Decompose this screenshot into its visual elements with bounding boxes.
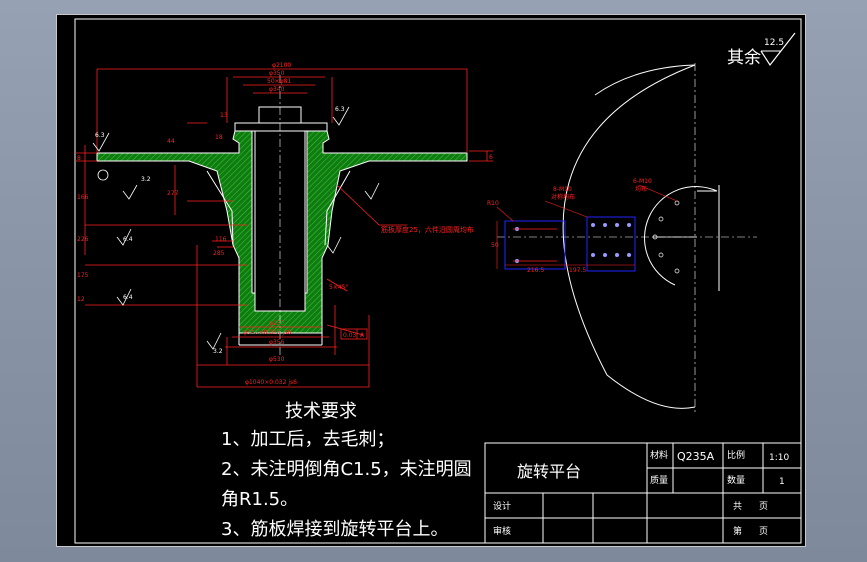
plan-view-labels: 8-M10 对称均布 6-M10 均布 R10 216.5 197.5 50 [487, 178, 652, 274]
dim-13: 13 [220, 112, 228, 119]
dim-hub: 50×φ81 [267, 78, 291, 85]
surface-note-label: 其余 [727, 48, 761, 68]
roughness-symbol-icon [760, 32, 796, 67]
dim-44: 44 [167, 138, 175, 145]
qty-value: 1 [779, 477, 785, 487]
dim-outer: φ2100 [272, 62, 291, 69]
qty-label: 数量 [727, 474, 745, 486]
dim-shaft: φ340×0.018 js6 [243, 329, 291, 336]
radius-label: R10 [487, 200, 499, 207]
dim-285: 285 [213, 250, 225, 257]
dim-bore: φ340 [269, 86, 285, 93]
rib-note: 筋板厚度25，六件沿圆周均布 [381, 225, 474, 234]
width-label-1: 216.5 [527, 267, 544, 274]
dimension-lines [75, 68, 493, 388]
dim-230: φ230 [269, 320, 285, 327]
designer-label: 设计 [493, 500, 511, 512]
dim-116: 116 [215, 236, 227, 243]
drawing-canvas: 其余 12.5 [74, 18, 802, 544]
requirement-2-cont: 角R1.5。 [221, 489, 299, 510]
title-block-text: 旋转平台 材料 Q235A 比例 1:10 质量 数量 1 设计 审核 共 页 … [493, 449, 789, 537]
surface-roughness-note: 其余 12.5 [727, 32, 796, 68]
roughness-fine-2: 6.4 [123, 294, 133, 301]
dim-166: 166 [77, 194, 89, 201]
slot-block-right [586, 216, 636, 272]
bolt-note-left: 8-M10 [553, 186, 572, 193]
scale-value: 1:10 [769, 453, 789, 463]
dim-350: φ350 [269, 70, 285, 77]
requirement-2: 2、未注明倒角C1.5，未注明圆 [221, 459, 472, 480]
dimension-texts: φ2100 φ350 50×φ81 φ340 φ230 φ340×0.018 j… [77, 62, 493, 386]
dim-6: 6 [489, 154, 493, 161]
bolt-note-right-2: 均布 [635, 185, 647, 193]
page-unit: 页 [759, 526, 768, 537]
mass-label: 质量 [650, 474, 668, 486]
dim-18: 18 [215, 134, 223, 141]
dim-530: φ530 [269, 356, 285, 363]
bolt-note-right: 6-M10 [633, 178, 652, 185]
roughness-local-2: 6.3 [335, 106, 345, 113]
inner-frame [74, 18, 802, 544]
title-block [484, 442, 802, 544]
total-sheets-unit: 页 [759, 501, 768, 512]
roughness-local-1: 6.3 [95, 132, 105, 139]
roughness-fine-1: 6.4 [123, 236, 133, 243]
bolt-note-left-2: 对称均布 [551, 193, 575, 201]
requirement-3: 3、筋板焊接到旋转平台上。 [221, 519, 449, 540]
dim-12: 12 [77, 296, 85, 303]
dim-356: φ356 [269, 339, 285, 346]
dim-8: 8 [77, 155, 81, 162]
height-label: 50 [491, 242, 499, 249]
roughness-small-2: 3.2 [213, 348, 223, 355]
page-label: 第 [733, 525, 742, 537]
roughness-value: 12.5 [764, 38, 784, 48]
slot-block-left [504, 220, 566, 270]
material-value: Q235A [677, 450, 715, 463]
roughness-small-1: 3.2 [141, 176, 151, 183]
drawing-sheet: 其余 12.5 [56, 14, 806, 547]
dim-base: φ1040×0.032 js6 [245, 379, 297, 386]
total-sheets-label: 共 [733, 501, 742, 512]
part-name: 旋转平台 [517, 462, 581, 481]
section-roughness-labels: 6.3 6.3 3.2 6.4 6.4 3.2 [95, 106, 345, 355]
dim-chamfer: 5×45° [329, 284, 348, 291]
scale-label: 比例 [727, 449, 745, 461]
section-roughness-marks [92, 106, 380, 350]
dim-tolerance-ref: A [360, 332, 365, 339]
section-view [96, 75, 468, 355]
dim-277: 277 [167, 190, 179, 197]
plan-view [496, 63, 757, 415]
dim-226: 226 [77, 236, 89, 243]
requirement-1: 1、加工后，去毛刺； [221, 429, 395, 450]
material-label: 材料 [650, 449, 668, 461]
dim-175: 175 [77, 272, 89, 279]
requirements-title: 技术要求 [285, 401, 357, 422]
dim-tolerance: 0.03 [343, 332, 357, 339]
width-label-2: 197.5 [569, 267, 586, 274]
reviewer-label: 审核 [493, 525, 511, 537]
